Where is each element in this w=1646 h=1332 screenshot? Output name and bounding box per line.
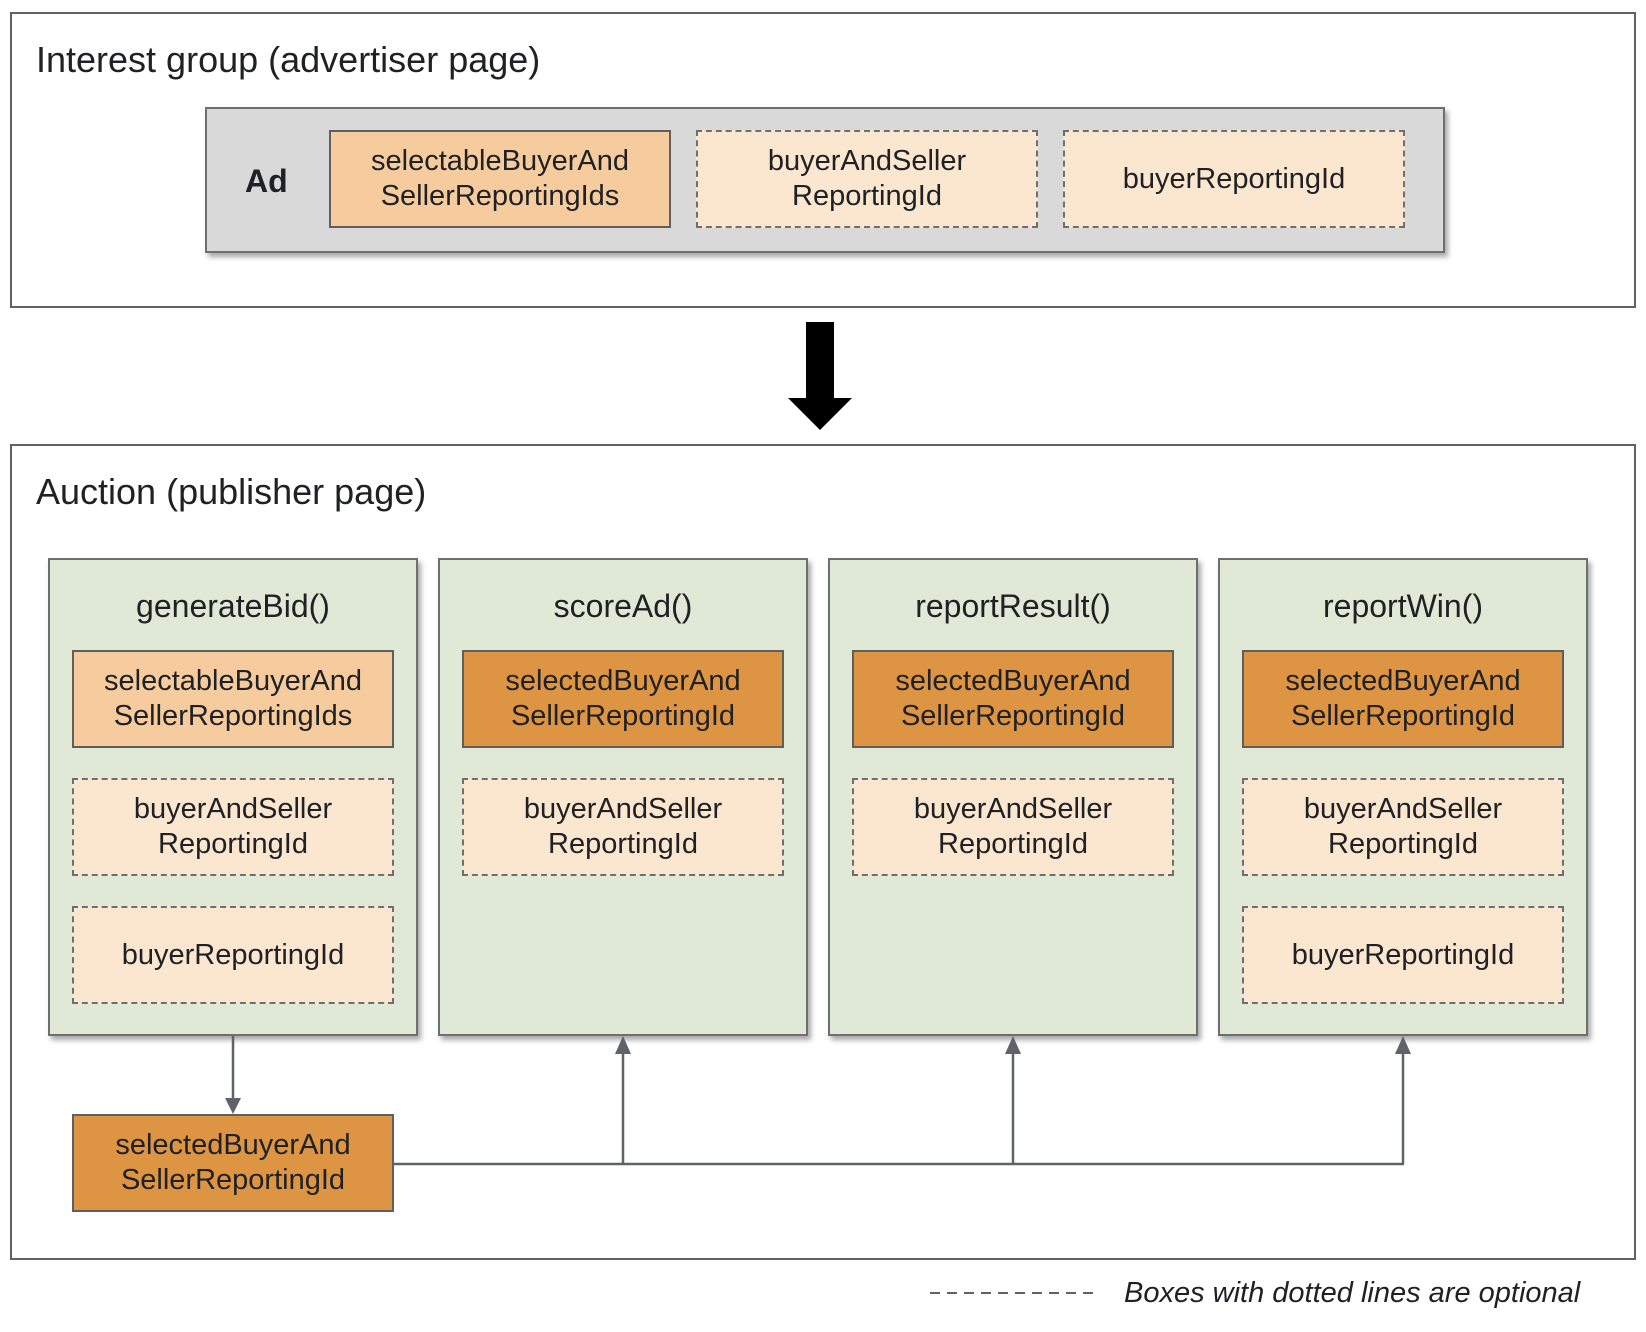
box-text-line: buyerReportingId bbox=[121, 938, 345, 971]
report-win-title: reportWin() bbox=[1322, 588, 1483, 624]
box-text-line: buyerAndSeller bbox=[523, 793, 723, 825]
box-text-line: ReportingId bbox=[1328, 828, 1478, 860]
selected-id-output-box: selectedBuyerAnd SellerReportingId bbox=[72, 1114, 394, 1212]
box-text-line: ReportingId bbox=[158, 828, 308, 860]
buyer-reporting-id-box: buyerReportingId bbox=[72, 906, 394, 1004]
selected-id-box: selectedBuyerAnd SellerReportingId bbox=[852, 650, 1174, 748]
report-win-card: reportWin() selectedBuyerAnd SellerRepor… bbox=[1218, 558, 1588, 1036]
generate-bid-card: generateBid() selectableBuyerAnd SellerR… bbox=[48, 558, 418, 1036]
buyer-seller-id-box: buyerAndSeller ReportingId bbox=[852, 778, 1174, 876]
box-text-line: SellerReportingId bbox=[900, 700, 1126, 732]
up-arrowhead-icon bbox=[615, 1036, 631, 1054]
box-text-line: buyerAndSeller bbox=[913, 793, 1113, 825]
box-text-line: SellerReportingId bbox=[1290, 700, 1516, 732]
score-ad-title: scoreAd() bbox=[553, 588, 693, 624]
down-arrowhead-icon bbox=[225, 1098, 241, 1114]
box-text-line: buyerAndSeller bbox=[1303, 793, 1503, 825]
box-text-line: selectedBuyerAnd bbox=[1285, 665, 1521, 697]
buyer-seller-id-box: buyerAndSeller ReportingId bbox=[1242, 778, 1564, 876]
score-ad-card: scoreAd() selectedBuyerAnd SellerReporti… bbox=[438, 558, 808, 1036]
buyer-reporting-id-box: buyerReportingId bbox=[1242, 906, 1564, 1004]
big-down-arrow-icon bbox=[788, 322, 852, 430]
box-text-line: SellerReportingIds bbox=[380, 180, 620, 212]
interest-group-section: Interest group (advertiser page) Ad sele… bbox=[10, 12, 1636, 308]
box-text-line: selectableBuyerAnd bbox=[104, 665, 362, 697]
ad-buyer-reporting-id-box: buyerReportingId bbox=[1063, 130, 1405, 228]
buyer-seller-id-box: buyerAndSeller ReportingId bbox=[462, 778, 784, 876]
box-text-line: buyerReportingId bbox=[1291, 938, 1515, 971]
box-text-line: SellerReportingId bbox=[510, 700, 736, 732]
up-arrowhead-icon bbox=[1395, 1036, 1411, 1054]
box-text-line: ReportingId bbox=[548, 828, 698, 860]
box-text-line: selectableBuyerAnd bbox=[371, 145, 629, 177]
auction-title: Auction (publisher page) bbox=[36, 471, 427, 512]
ad-container: Ad selectableBuyerAnd SellerReportingIds… bbox=[205, 107, 1445, 253]
box-text-line: ReportingId bbox=[792, 180, 942, 212]
selectable-ids-box: selectableBuyerAnd SellerReportingIds bbox=[72, 650, 394, 748]
box-text-line: SellerReportingIds bbox=[113, 700, 353, 732]
report-result-title: reportResult() bbox=[915, 588, 1111, 624]
generate-bid-title: generateBid() bbox=[136, 588, 330, 624]
box-text-line: SellerReportingId bbox=[120, 1164, 346, 1196]
up-arrowhead-icon bbox=[1005, 1036, 1021, 1054]
box-text-line: buyerAndSeller bbox=[133, 793, 333, 825]
ad-label: Ad bbox=[245, 163, 288, 199]
box-text-line: selectedBuyerAnd bbox=[115, 1129, 351, 1161]
box-text-line: buyerAndSeller bbox=[767, 145, 967, 177]
selected-id-box: selectedBuyerAnd SellerReportingId bbox=[462, 650, 784, 748]
box-text-line: selectedBuyerAnd bbox=[895, 665, 1131, 697]
selected-id-box: selectedBuyerAnd SellerReportingId bbox=[1242, 650, 1564, 748]
buyer-seller-id-box: buyerAndSeller ReportingId bbox=[72, 778, 394, 876]
interest-group-title: Interest group (advertiser page) bbox=[36, 39, 541, 80]
ad-selectable-ids-box: selectableBuyerAnd SellerReportingIds bbox=[329, 130, 671, 228]
report-result-card: reportResult() selectedBuyerAnd SellerRe… bbox=[828, 558, 1198, 1036]
ad-buyer-seller-id-box: buyerAndSeller ReportingId bbox=[696, 130, 1038, 228]
box-text-line: ReportingId bbox=[938, 828, 1088, 860]
legend-text: Boxes with dotted lines are optional bbox=[1124, 1277, 1581, 1309]
box-text-line: selectedBuyerAnd bbox=[505, 665, 741, 697]
box-text-line: buyerReportingId bbox=[1122, 162, 1346, 195]
